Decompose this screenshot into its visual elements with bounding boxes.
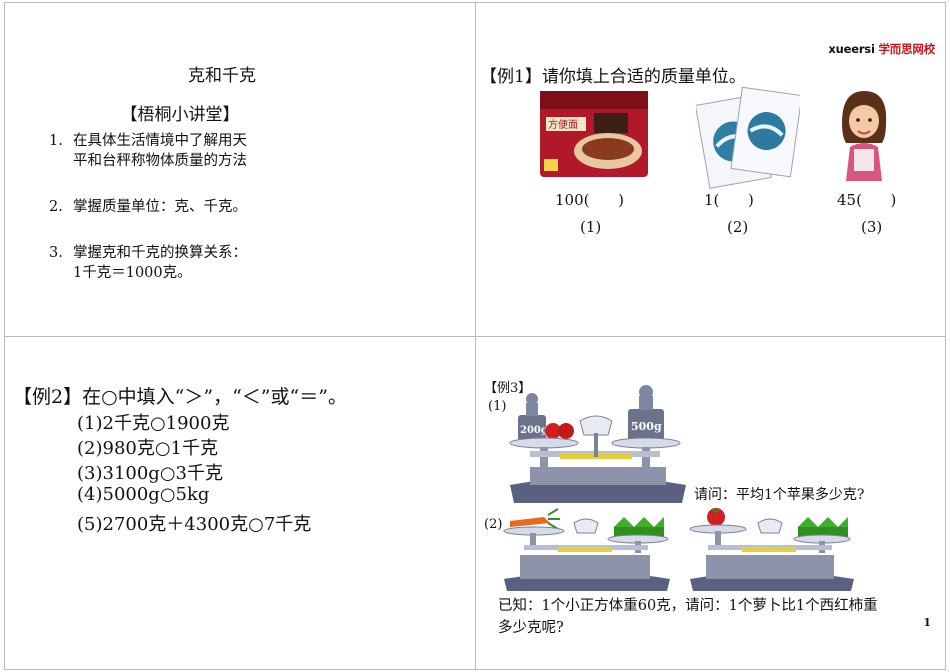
example2-panel: 【例2】在○中填入“＞”，“＜”或“＝”。 (1)2千克○1900克 (2)98… xyxy=(4,336,476,670)
part1-label: (1) xyxy=(488,399,507,414)
objective-item: 3. 掌握克和千克的换算关系：1千克＝1000克。 xyxy=(49,243,254,283)
objective-number: 3. xyxy=(49,245,63,261)
comparison-item: (2)980克○1千克 xyxy=(77,438,219,459)
weight-label-right: 500g xyxy=(631,420,662,433)
balance-scale-carrot xyxy=(498,507,678,593)
objective-item: 2. 掌握质量单位：克、千克。 xyxy=(49,197,254,217)
example2-heading: 【例2】在○中填入“＞”，“＜”或“＝”。 xyxy=(13,386,347,408)
item-label-2: (2) xyxy=(727,218,749,236)
lesson-subtitle: 【梧桐小讲堂】 xyxy=(120,105,240,125)
page-number: 1 xyxy=(923,616,931,629)
balance-scale-tomato xyxy=(686,507,858,593)
comparison-item: (1)2千克○1900克 xyxy=(77,413,230,434)
item-label-3: (3) xyxy=(861,218,883,236)
comparison-item: (4)5000g○5kg xyxy=(77,484,210,505)
objective-text: 在具体生活情境中了解用天平和台秤称物体质量的方法 xyxy=(73,133,247,169)
balance-scale-apples: 200g 500g xyxy=(500,381,696,509)
answer-blank-1[interactable]: 100( ) xyxy=(555,191,624,209)
item-label-1: (1) xyxy=(580,218,602,236)
lesson-panel: 克和千克 【梧桐小讲堂】 1. 在具体生活情境中了解用天平和台秤称物体质量的方法… xyxy=(4,2,476,337)
part2-label: (2) xyxy=(484,517,503,532)
objective-text: 掌握克和千克的换算关系：1千克＝1000克。 xyxy=(73,245,247,281)
example1-heading: 【例1】请你填上合适的质量单位。 xyxy=(480,67,746,87)
salt-bag-image xyxy=(696,85,800,189)
known-condition: 已知：1个小正方体重60克，请问：1个萝卜比1个西红柿重多少克呢? xyxy=(498,598,878,636)
comparison-item: (3)3100g○3千克 xyxy=(77,463,223,484)
answer-blank-2[interactable]: 1( ) xyxy=(704,191,754,209)
answer-blank-3[interactable]: 45( ) xyxy=(837,191,897,209)
question-apple: 请问：平均1个苹果多少克? xyxy=(694,487,865,503)
xueersi-logo: xueersi 学而思网校 xyxy=(828,42,935,56)
objective-number: 1. xyxy=(49,133,63,149)
weight-label-left: 200g xyxy=(520,425,548,436)
objective-item: 1. 在具体生活情境中了解用天平和台秤称物体质量的方法 xyxy=(49,131,254,171)
objective-number: 2. xyxy=(49,199,63,215)
example3-heading: 【例3】 xyxy=(484,381,532,396)
noodle-brand: 方便面 xyxy=(548,118,578,131)
example1-panel: xueersi 学而思网校 【例1】请你填上合适的质量单位。 方便面 xyxy=(475,2,946,337)
example3-panel: 【例3】 (1) 200g 500g xyxy=(475,336,946,670)
instant-noodle-image: 方便面 xyxy=(538,89,650,179)
lesson-title: 克和千克 xyxy=(188,66,256,86)
objective-text: 掌握质量单位：克、千克。 xyxy=(73,199,247,215)
girl-image xyxy=(832,89,896,181)
comparison-item: (5)2700克＋4300克○7千克 xyxy=(77,514,312,535)
